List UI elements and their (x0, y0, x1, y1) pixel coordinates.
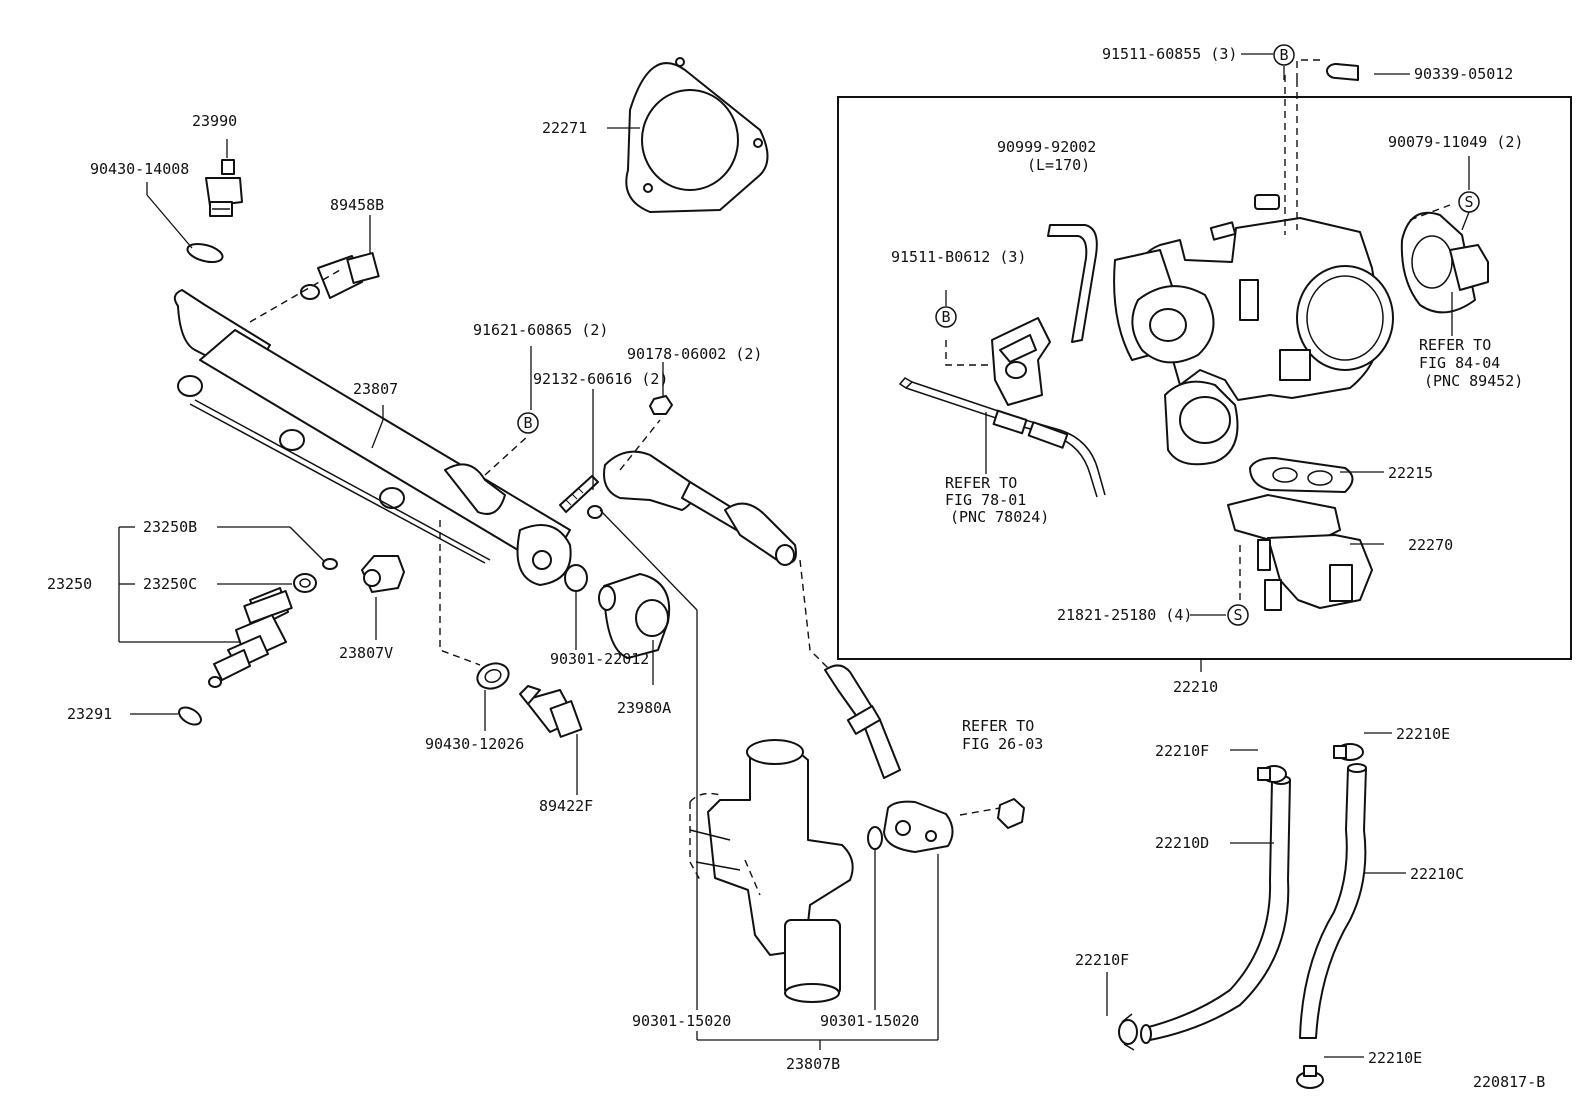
part-22210d-hose[interactable] (1140, 775, 1291, 1044)
part-labels: 23990 90430-14008 89458B 22271 23807 916… (47, 45, 1545, 1091)
label-91511-b0612: 91511-B0612 (3) (891, 248, 1026, 266)
label-23250b: 23250B (143, 518, 197, 536)
part-23807-fuel-rail[interactable] (173, 289, 572, 586)
svg-text:B: B (941, 308, 950, 326)
marker-b-3: B (935, 306, 957, 328)
marker-b-2: B (1273, 44, 1295, 66)
label-22210e-bottom: 22210E (1368, 1049, 1422, 1067)
part-22210f-clip-bottom[interactable] (1118, 1013, 1138, 1051)
label-23250c: 23250C (143, 575, 197, 593)
label-refer-fig7801-line1: REFER TO (945, 474, 1017, 492)
part-22210c-hose[interactable] (1299, 763, 1367, 1039)
label-22210f-top: 22210F (1155, 742, 1209, 760)
part-washer-small[interactable] (587, 505, 603, 519)
part-throttle-position-sensor[interactable] (1400, 211, 1489, 314)
label-23980a: 23980A (617, 699, 671, 717)
label-22210e-top: 22210E (1396, 725, 1450, 743)
part-90301-22012-oring[interactable] (564, 564, 588, 592)
marker-b-1: B (517, 412, 539, 434)
part-23807v-insulator[interactable] (361, 555, 405, 593)
part-23990-sensor[interactable] (205, 159, 243, 217)
part-nut-fig2603[interactable] (997, 798, 1025, 829)
label-refer-fig2603-line1: REFER TO (962, 717, 1034, 735)
label-22210c: 22210C (1410, 865, 1464, 883)
svg-text:S: S (1464, 193, 1473, 211)
part-22215-gasket[interactable] (1249, 457, 1354, 493)
assembly-dashed-lines (249, 59, 1451, 816)
label-90430-12026: 90430-12026 (425, 735, 524, 753)
part-23250c-ring[interactable] (293, 573, 317, 593)
part-90999-92002-hose[interactable] (1047, 224, 1098, 343)
label-refer-fig7801-line2: FIG 78-01 (945, 491, 1026, 509)
part-23807b-vsv[interactable] (689, 739, 854, 1003)
part-22271-gasket[interactable] (625, 57, 769, 213)
leader-lines (118, 53, 1470, 1058)
label-90301-15020-right: 90301-15020 (820, 1012, 919, 1030)
svg-text:B: B (1279, 46, 1288, 64)
marker-s-1: S (1458, 191, 1480, 213)
part-90339-05012-cap[interactable] (1326, 63, 1359, 81)
part-vsv-bracket[interactable] (883, 800, 954, 853)
label-91511-60855: 91511-60855 (3) (1102, 45, 1237, 63)
label-23990: 23990 (192, 112, 237, 130)
part-89458b-sensor[interactable] (300, 252, 380, 300)
label-22270: 22270 (1408, 536, 1453, 554)
svg-text:S: S (1233, 606, 1242, 624)
label-23807v: 23807V (339, 644, 393, 662)
part-23291-oring[interactable] (176, 704, 204, 728)
label-91621-60865: 91621-60865 (2) (473, 321, 608, 339)
label-refer-fig7801-line3: (PNC 78024) (950, 508, 1049, 526)
label-90339-05012: 90339-05012 (1414, 65, 1513, 83)
label-90079-11049: 90079-11049 (2) (1388, 133, 1523, 151)
part-90301-15020-oring[interactable] (867, 826, 883, 850)
part-22210e-clip-top[interactable] (1333, 743, 1364, 761)
part-22210e-clip-bottom[interactable] (1296, 1065, 1324, 1089)
label-refer-fig8404-line2: FIG 84-04 (1419, 354, 1500, 372)
part-90430-14008-gasket[interactable] (186, 241, 225, 266)
label-90430-14008: 90430-14008 (90, 160, 189, 178)
label-92132-60616: 92132-60616 (2) (533, 370, 668, 388)
label-23291: 23291 (67, 705, 112, 723)
label-90178-06002: 90178-06002 (2) (627, 345, 762, 363)
label-refer-fig8404-line1: REFER TO (1419, 336, 1491, 354)
part-90430-12026-gasket[interactable] (474, 659, 512, 692)
label-23250: 23250 (47, 575, 92, 593)
label-89458b: 89458B (330, 196, 384, 214)
label-22271: 22271 (542, 119, 587, 137)
marker-s-2: S (1227, 604, 1249, 626)
part-22270-isc-valve[interactable] (1227, 494, 1373, 611)
label-90301-22012: 90301-22012 (550, 650, 649, 668)
part-throttle-body[interactable] (1113, 194, 1394, 466)
label-90301-15020-left: 90301-15020 (632, 1012, 731, 1030)
part-92132-60616-stud[interactable] (559, 475, 599, 513)
svg-text:B: B (523, 414, 532, 432)
label-22210: 22210 (1173, 678, 1218, 696)
part-23250b-oring[interactable] (322, 558, 338, 570)
part-throttle-cable-bracket[interactable] (898, 317, 1106, 498)
part-90178-06002-nut[interactable] (649, 395, 673, 415)
figure-id: 220817-B (1473, 1073, 1545, 1091)
label-89422f: 89422F (539, 797, 593, 815)
label-22210d: 22210D (1155, 834, 1209, 852)
part-23980a-valve[interactable] (598, 573, 671, 659)
label-23807: 23807 (353, 380, 398, 398)
part-89422f-sensor[interactable] (519, 685, 583, 738)
label-22210f-bottom: 22210F (1075, 951, 1129, 969)
part-22210f-clip-top[interactable] (1257, 765, 1287, 783)
label-refer-fig2603-line2: FIG 26-03 (962, 735, 1043, 753)
throttle-body-group-frame (837, 96, 1572, 660)
label-23807b: 23807B (786, 1055, 840, 1073)
part-fuel-pipe[interactable] (603, 450, 797, 566)
label-refer-fig8404-line3: (PNC 89452) (1424, 372, 1523, 390)
label-22215: 22215 (1388, 464, 1433, 482)
label-90999-length: (L=170) (1027, 156, 1090, 174)
label-21821-25180: 21821-25180 (4) (1057, 606, 1192, 624)
label-90999-92002: 90999-92002 (997, 138, 1096, 156)
part-vacuum-pipe[interactable] (824, 664, 901, 779)
part-23250-injector[interactable] (208, 587, 293, 688)
